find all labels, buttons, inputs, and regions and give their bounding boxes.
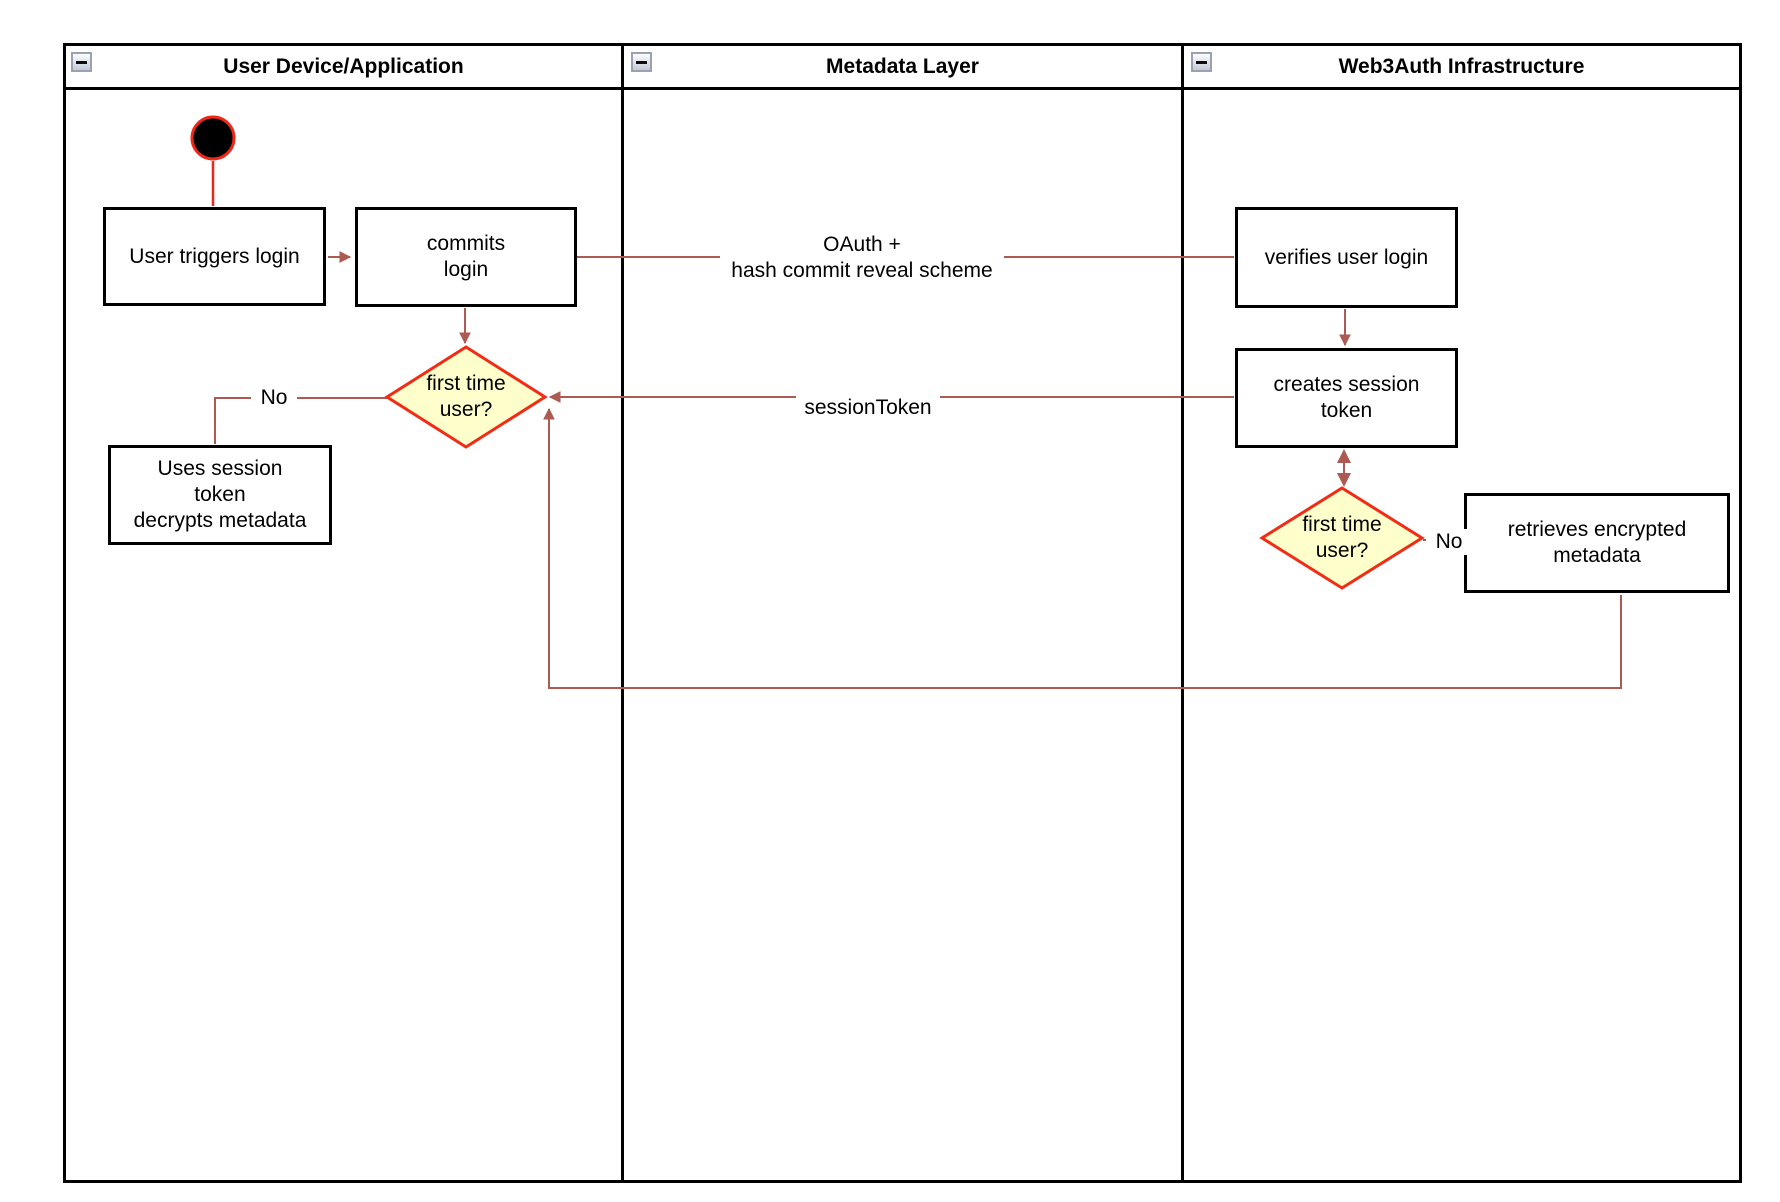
decision-first-time-user-device[interactable]	[384, 345, 548, 449]
minus-icon	[76, 60, 87, 64]
node-commits-login[interactable]: commits login	[355, 207, 577, 307]
minus-icon	[636, 60, 647, 64]
edge-label-no-infra[interactable]: No	[1426, 529, 1472, 555]
node-user-triggers-login[interactable]: User triggers login	[103, 207, 326, 306]
edge-no-to-uses-session[interactable]	[214, 397, 387, 444]
lane-title-metadata-layer[interactable]: Metadata Layer	[826, 55, 979, 78]
edge-label-oauth[interactable]: OAuth + hash commit reveal scheme	[720, 232, 1004, 284]
collapse-lane-icon[interactable]	[631, 52, 652, 72]
collapse-lane-icon[interactable]	[71, 52, 92, 72]
decision-label-device: first time user?	[426, 372, 506, 421]
lane-title-web3auth-infra[interactable]: Web3Auth Infrastructure	[1338, 55, 1585, 78]
lane-separator-1	[621, 43, 624, 1183]
node-creates-session-token[interactable]: creates session token	[1235, 348, 1458, 448]
node-retrieves-encrypted-metadata[interactable]: retrieves encrypted metadata	[1464, 493, 1730, 593]
edge-retrieves-loop[interactable]	[543, 407, 1622, 689]
lane-separator-2	[1181, 43, 1184, 1183]
node-verifies-user-login[interactable]: verifies user login	[1235, 207, 1458, 308]
decision-label-infra: first time user?	[1302, 513, 1382, 562]
decision-first-time-user-infra[interactable]	[1259, 486, 1425, 590]
node-uses-session-token[interactable]: Uses session token decrypts metadata	[108, 445, 332, 545]
header-separator	[63, 87, 1742, 90]
edge-label-no-device[interactable]: No	[251, 385, 297, 411]
collapse-lane-icon[interactable]	[1191, 52, 1212, 72]
lane-title-user-device[interactable]: User Device/Application	[223, 55, 464, 78]
edge-label-session-token[interactable]: sessionToken	[796, 395, 940, 421]
start-node[interactable]	[190, 115, 236, 161]
minus-icon	[1196, 60, 1207, 64]
arrow-up-icon	[1337, 449, 1351, 463]
arrow-down-icon	[1337, 473, 1351, 487]
